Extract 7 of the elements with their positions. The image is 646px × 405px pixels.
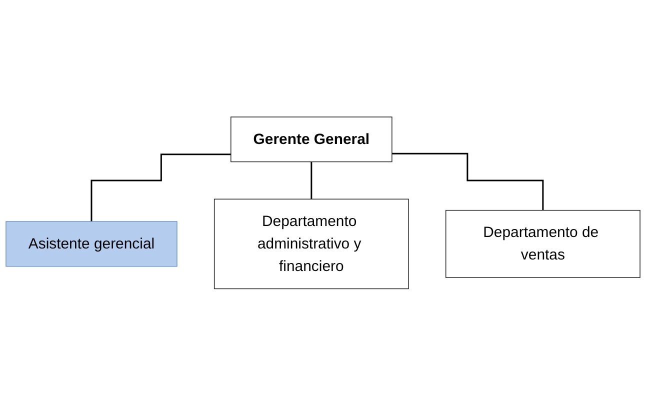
- connector: [392, 152, 544, 211]
- connector: [90, 153, 231, 222]
- connector: [310, 160, 312, 200]
- node-box: Departamento administrativo y financiero: [214, 198, 409, 289]
- node-box: Asistente gerencial: [6, 220, 178, 266]
- node-box: Gerente General: [230, 116, 392, 162]
- node-box: Departamento de ventas: [445, 210, 640, 278]
